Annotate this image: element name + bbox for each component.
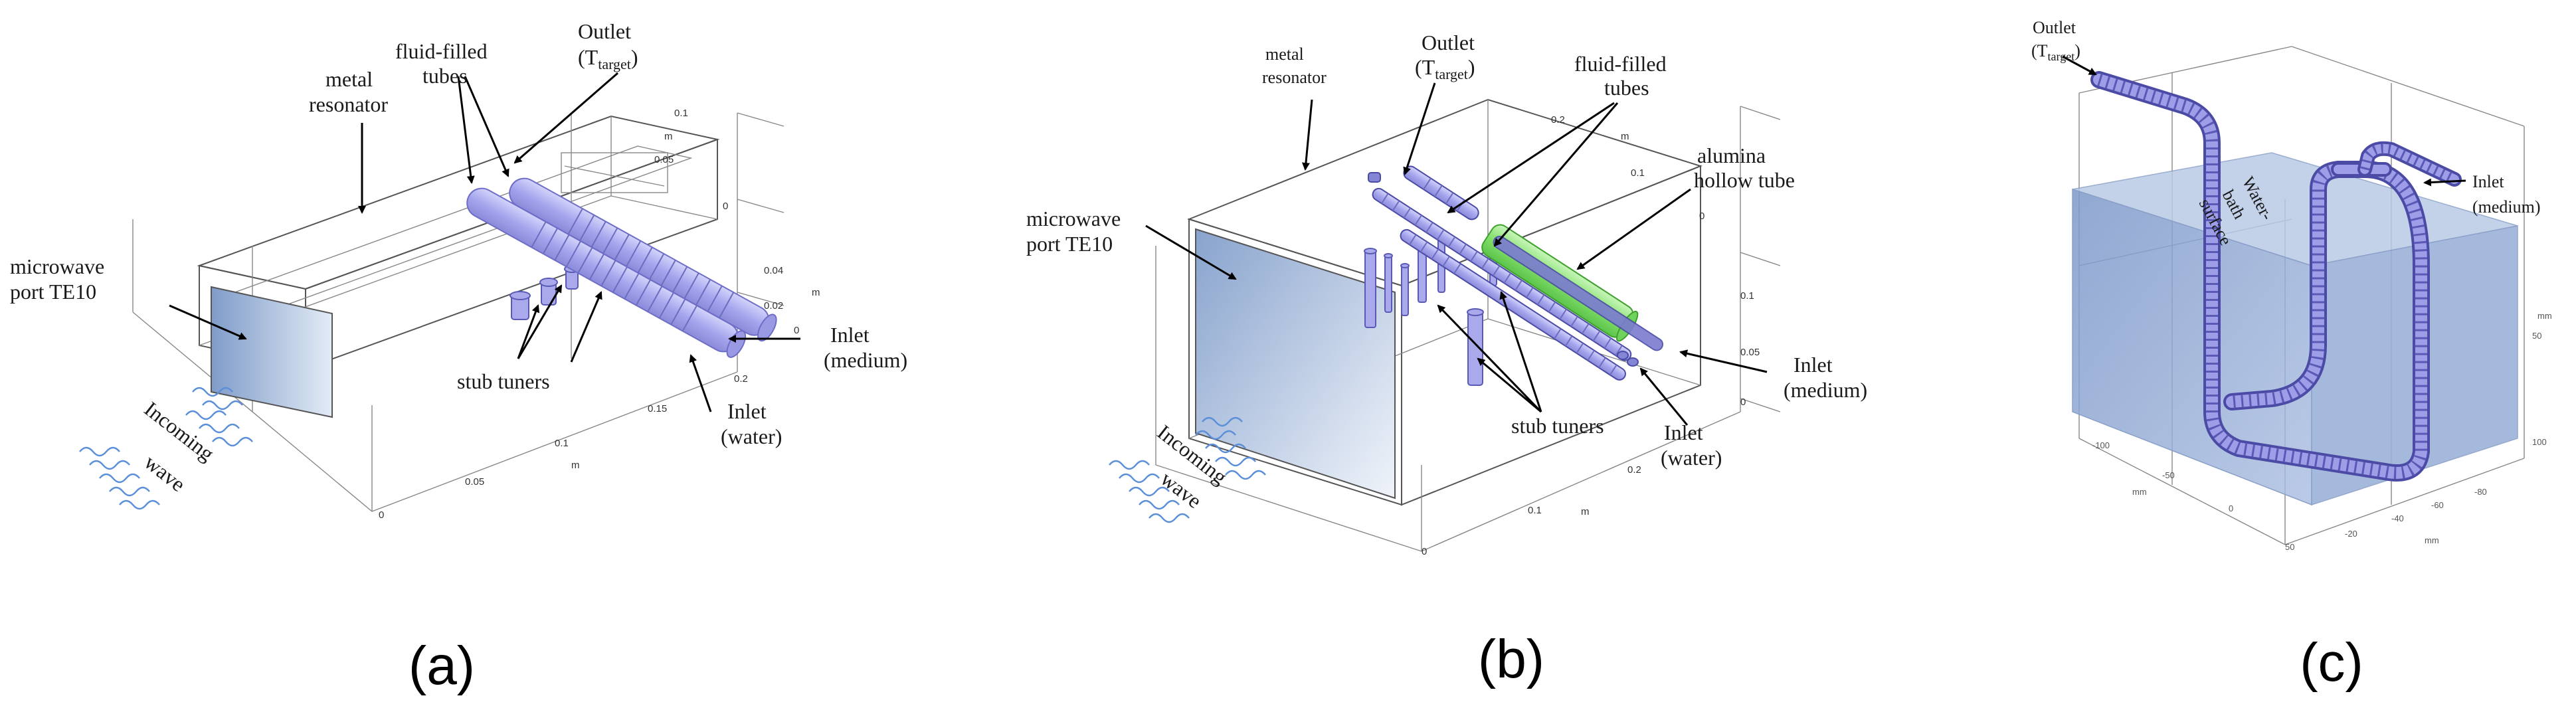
svg-text:0: 0 [379, 509, 384, 521]
svg-text:m: m [1621, 131, 1629, 142]
label-inlet-water-b1: Inlet [1664, 420, 1703, 444]
fluid-filled-tubes-b [1368, 165, 1664, 381]
svg-text:0.2: 0.2 [734, 373, 748, 385]
incoming-wave-icon-b [1109, 416, 1266, 523]
svg-text:0: 0 [794, 325, 799, 336]
label-outlet-a2: (Ttarget) [578, 45, 638, 72]
label-inlet-medium-b2: (medium) [1784, 378, 1867, 402]
label-outlet-c2: (Ttarget) [2031, 41, 2080, 63]
label-stub-tuners-b: stub tuners [1511, 414, 1604, 438]
label-fluid-tubes-b2: tubes [1604, 76, 1649, 100]
caption-a: (a) [409, 636, 475, 696]
svg-text:0.2: 0.2 [1627, 464, 1641, 476]
label-inlet-water-b2: (water) [1661, 446, 1722, 470]
svg-text:0: 0 [2229, 503, 2233, 513]
label-fluid-tubes-a1: fluid-filled [395, 39, 488, 63]
panel-b-ticks: 0.2 m 0.1 0 0.1 0.05 0 m 0.2 0.1 m 0 [1422, 114, 1760, 557]
svg-text:100: 100 [2532, 437, 2547, 447]
svg-text:m: m [664, 131, 673, 142]
label-stub-tuners-a: stub tuners [457, 369, 550, 393]
svg-text:0.1: 0.1 [1528, 505, 1542, 516]
label-microwave-a2: port TE10 [10, 280, 96, 304]
label-inlet-water-a1: Inlet [727, 399, 767, 423]
label-inlet-water-a2: (water) [721, 424, 782, 448]
svg-text:-50: -50 [2162, 470, 2175, 480]
label-inlet-c1: Inlet [2472, 172, 2504, 191]
fluid-filled-tubes [466, 177, 777, 358]
microwave-port [211, 286, 333, 418]
svg-text:m: m [1581, 506, 1590, 517]
label-alumina-1: alumina [1697, 143, 1766, 167]
svg-text:-80: -80 [2474, 487, 2487, 497]
label-microwave-a1: microwave [10, 254, 104, 278]
svg-text:mm: mm [2425, 535, 2439, 545]
label-metal-resonator-a1: metal [325, 67, 373, 91]
label-fluid-tubes-b1: fluid-filled [1574, 52, 1667, 76]
panel-b: metal resonator Outlet (Ttarget) fluid-f… [1026, 31, 1867, 689]
label-fluid-tubes-a2: tubes [422, 64, 468, 88]
panel-a: metal resonator fluid-filled tubes Outle… [10, 19, 907, 696]
label-metal-resonator-a2: resonator [309, 92, 388, 116]
label-inlet-medium-a1: Inlet [830, 323, 870, 347]
label-inlet-c2: (medium) [2472, 197, 2541, 217]
svg-text:-60: -60 [2431, 500, 2444, 510]
svg-text:-100: -100 [2092, 440, 2110, 450]
panel-c: Outlet (Ttarget) Inlet (medium) Water- b… [2031, 18, 2552, 693]
svg-text:0.05: 0.05 [654, 154, 674, 165]
label-metal-resonator-b2: resonator [1262, 68, 1327, 87]
svg-text:50: 50 [2532, 331, 2541, 341]
svg-text:0: 0 [723, 201, 728, 212]
svg-text:0: 0 [1740, 397, 1746, 408]
label-alumina-2: hollow tube [1694, 168, 1795, 192]
svg-text:0.1: 0.1 [555, 438, 569, 449]
svg-text:0.04: 0.04 [764, 265, 783, 276]
svg-text:0.2: 0.2 [1551, 114, 1565, 126]
label-microwave-b1: microwave [1026, 207, 1121, 230]
svg-text:0.1: 0.1 [1631, 167, 1645, 179]
panel-b-arrows [1145, 82, 1768, 426]
svg-text:0.1: 0.1 [1740, 290, 1754, 302]
label-inlet-medium-a2: (medium) [824, 348, 907, 372]
microwave-port-b [1195, 228, 1396, 499]
label-microwave-b2: port TE10 [1026, 232, 1113, 256]
panel-a-ticks: 0.1 0.05 m 0 0.04 0.02 m 0 0.2 0.15 0.1 … [379, 108, 820, 521]
svg-text:0.02: 0.02 [764, 300, 783, 312]
panel-c-ticks: mm 50 100 -100 -50 mm 0 50 -20 -40 -60 -… [2092, 311, 2552, 552]
label-metal-resonator-b1: metal [1265, 45, 1304, 64]
svg-text:-20: -20 [2345, 529, 2357, 539]
label-inlet-medium-b1: Inlet [1794, 353, 1833, 377]
panel-a-arrows [169, 72, 800, 412]
label-outlet-b2: (Ttarget) [1415, 55, 1475, 82]
panel-c-arrows [2062, 55, 2466, 187]
svg-text:m: m [812, 287, 820, 298]
caption-c: (c) [2300, 632, 2363, 693]
label-outlet-a1: Outlet [578, 19, 631, 43]
svg-text:50: 50 [2285, 542, 2294, 552]
svg-text:0: 0 [1699, 211, 1704, 222]
svg-text:0.05: 0.05 [465, 476, 484, 488]
svg-text:0.05: 0.05 [1740, 347, 1760, 358]
svg-text:mm: mm [2132, 487, 2147, 497]
tube-ribs [531, 221, 697, 331]
svg-text:mm: mm [2537, 311, 2552, 321]
svg-text:-40: -40 [2391, 513, 2404, 523]
incoming-wave-icon [79, 387, 253, 510]
svg-text:m: m [571, 460, 580, 471]
label-outlet-c1: Outlet [2033, 18, 2076, 37]
svg-text:0: 0 [1422, 546, 1427, 557]
svg-text:0.15: 0.15 [648, 403, 667, 414]
coil-tube [2090, 71, 2462, 482]
caption-b: (b) [1478, 629, 1544, 689]
svg-text:0.1: 0.1 [674, 108, 688, 119]
label-outlet-b1: Outlet [1422, 31, 1475, 54]
